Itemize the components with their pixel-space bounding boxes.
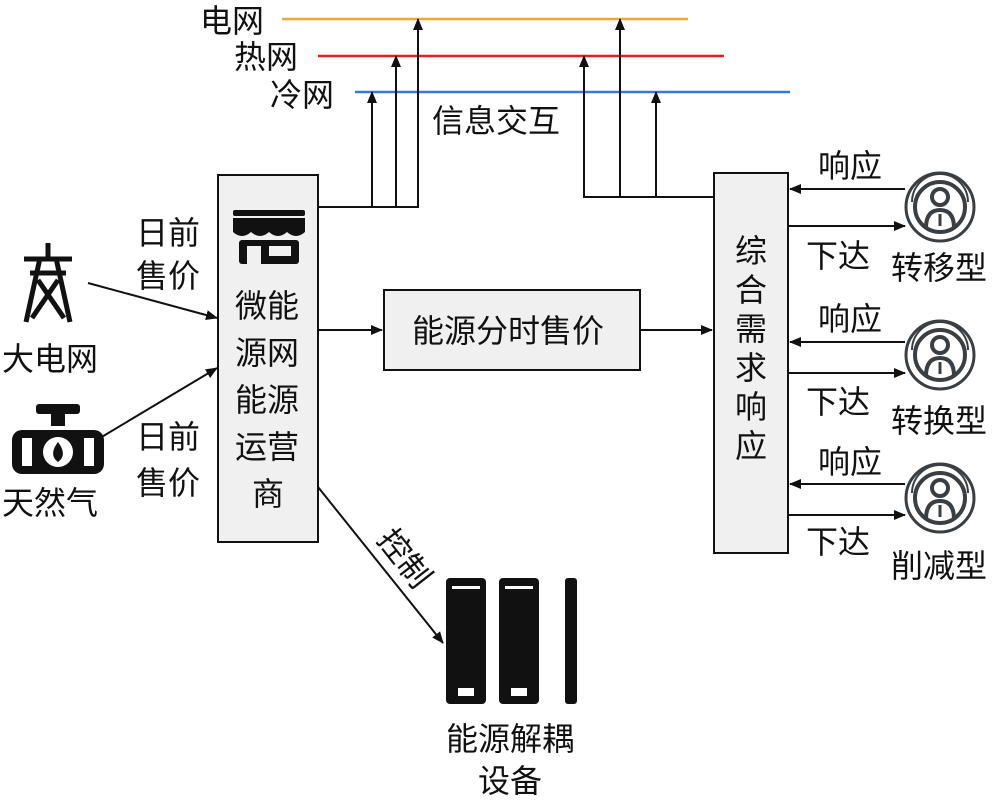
heat-grid-label: 热网 bbox=[234, 38, 298, 76]
demand-response-char-4: 求 bbox=[735, 349, 767, 387]
operator-grid-connections bbox=[318, 18, 423, 208]
user-3-issue-label: 下达 bbox=[806, 523, 870, 561]
response-grid-connections bbox=[579, 18, 714, 198]
demand-response-char-3: 需 bbox=[735, 310, 767, 348]
cold-grid-label: 冷网 bbox=[270, 76, 334, 114]
user-2-response-label: 响应 bbox=[818, 300, 882, 338]
info-exchange-label: 信息交互 bbox=[432, 102, 560, 140]
operator-line-1: 微能 bbox=[235, 287, 299, 325]
tou-price-label: 能源分时售价 bbox=[412, 312, 604, 350]
gas-tank-icon bbox=[12, 404, 104, 474]
demand-response-char-2: 合 bbox=[735, 271, 767, 309]
user-1-response-label: 响应 bbox=[818, 147, 882, 185]
demand-response-char-5: 响 bbox=[735, 388, 767, 426]
day-ahead-label-2-line1: 日前 bbox=[136, 418, 200, 456]
demand-response-char-1: 综 bbox=[735, 232, 767, 270]
user-2-issue-label: 下达 bbox=[806, 383, 870, 421]
user-3-type-label: 削减型 bbox=[891, 547, 987, 585]
control-arrow bbox=[317, 486, 444, 644]
operator-line-2: 源网 bbox=[235, 334, 299, 372]
control-label: 控制 bbox=[370, 522, 439, 596]
power-grid-label: 大电网 bbox=[2, 340, 98, 378]
operator-line-4: 运营 bbox=[235, 428, 299, 466]
user-avatar-icon bbox=[904, 319, 976, 391]
operator-line-3: 能源 bbox=[235, 381, 299, 419]
operator-box bbox=[217, 174, 319, 543]
gas-to-operator-arrow bbox=[99, 367, 218, 439]
decoupling-device-line1: 能源解耦 bbox=[446, 720, 574, 758]
demand-response-box bbox=[713, 172, 789, 554]
transmission-tower-icon bbox=[23, 243, 73, 323]
server-rack-icon bbox=[446, 578, 577, 704]
user-avatar-icon bbox=[904, 171, 976, 243]
user-2-type-label: 转换型 bbox=[891, 402, 987, 440]
day-ahead-label-1-line2: 售价 bbox=[136, 257, 200, 295]
user-3-response-label: 响应 bbox=[818, 443, 882, 481]
user-1-issue-label: 下达 bbox=[806, 237, 870, 275]
user-1-type-label: 转移型 bbox=[891, 249, 987, 287]
day-ahead-label-1-line1: 日前 bbox=[136, 214, 200, 252]
demand-response-char-6: 应 bbox=[735, 427, 767, 465]
day-ahead-label-2-line2: 售价 bbox=[136, 464, 200, 502]
operator-line-5: 商 bbox=[252, 475, 284, 513]
user-avatar-icon bbox=[904, 462, 976, 534]
tou-price-box bbox=[383, 289, 641, 371]
tower-to-operator-arrow bbox=[87, 282, 218, 320]
natural-gas-label: 天然气 bbox=[2, 484, 98, 522]
decoupling-device-line2: 设备 bbox=[478, 762, 542, 800]
store-awning-icon bbox=[233, 210, 305, 264]
electric-grid-label: 电网 bbox=[200, 2, 264, 40]
